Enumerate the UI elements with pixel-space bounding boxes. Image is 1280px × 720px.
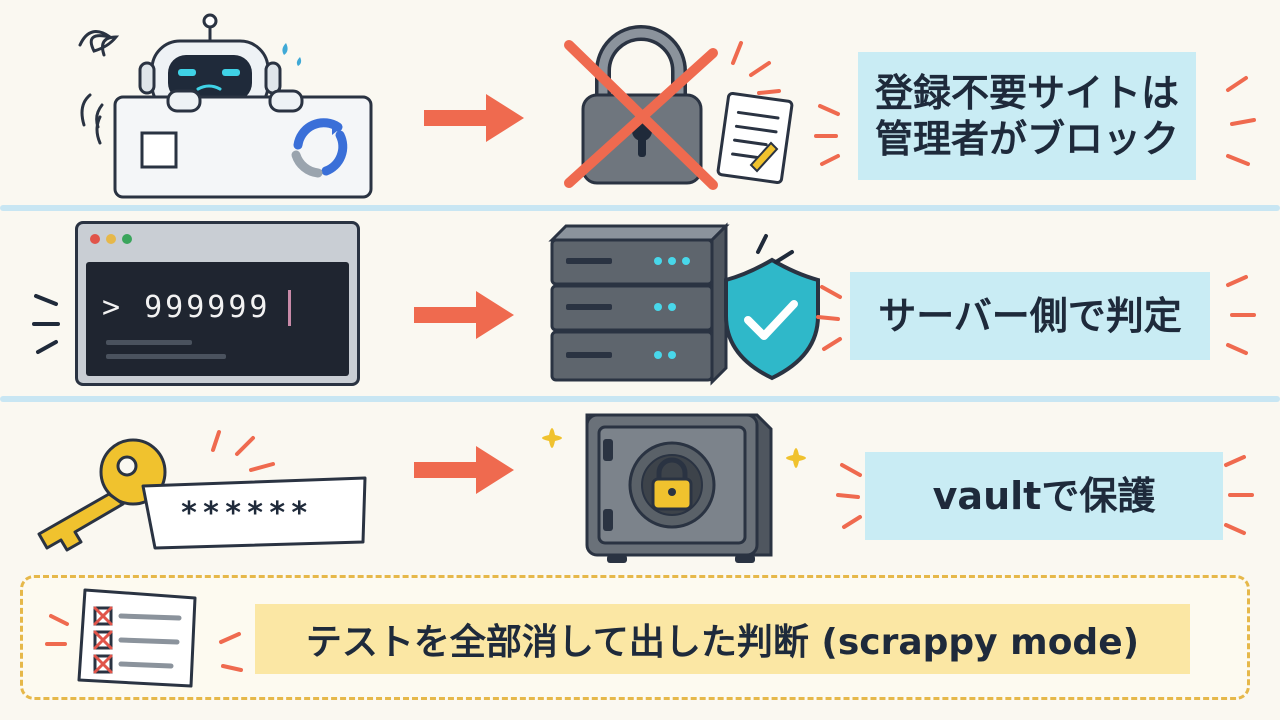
checklist-illustration xyxy=(45,588,243,688)
terminal-input-text: > 999999 xyxy=(102,290,271,325)
blocked-illustration xyxy=(564,25,794,190)
emphasis-marks xyxy=(32,294,60,354)
server-rack-icon xyxy=(548,222,730,386)
captcha-checkbox-icon xyxy=(140,131,178,169)
arrow-right-icon xyxy=(414,291,514,339)
label-1-accent-marks xyxy=(814,76,1256,166)
window-maximize-dot xyxy=(122,234,132,244)
sparkle-icon xyxy=(542,428,806,468)
label-2-accent-marks xyxy=(816,275,1256,355)
section-divider xyxy=(0,205,1280,211)
shield-check-icon xyxy=(724,257,820,381)
terminal-window-icon: > 999999 xyxy=(75,221,360,386)
window-minimize-dot xyxy=(106,234,116,244)
section-divider xyxy=(0,396,1280,402)
arrow-right-icon xyxy=(424,94,524,142)
server-validation-illustration xyxy=(548,222,820,386)
document-icon xyxy=(716,91,794,185)
label-scrappy-decision: テストを全部消して出した判断 (scrappy mode) xyxy=(255,604,1190,674)
stress-scribble-icon xyxy=(78,30,120,129)
recaptcha-icon xyxy=(291,118,348,178)
key-password-illustration xyxy=(37,430,367,552)
label-admin-block: 登録不要サイトは 管理者がブロック xyxy=(858,52,1196,180)
robot-captcha-illustration xyxy=(78,13,373,199)
checklist-icon xyxy=(77,588,197,688)
masked-password-text: ****** xyxy=(180,496,313,531)
alert-marks-icon xyxy=(731,41,781,95)
label-3-accent-marks xyxy=(836,455,1254,535)
arrow-right-icon xyxy=(414,446,514,494)
label-server-side: サーバー側で判定 xyxy=(850,272,1210,360)
window-close-dot xyxy=(90,234,100,244)
vault-illustration xyxy=(542,413,806,563)
label-vault-protection: vaultで保護 xyxy=(865,452,1223,540)
safe-vault-icon xyxy=(585,413,773,563)
terminal-screen xyxy=(86,262,349,376)
text-cursor xyxy=(288,290,291,326)
crossed-padlock-icon xyxy=(564,25,718,190)
password-tag-icon xyxy=(141,476,367,550)
